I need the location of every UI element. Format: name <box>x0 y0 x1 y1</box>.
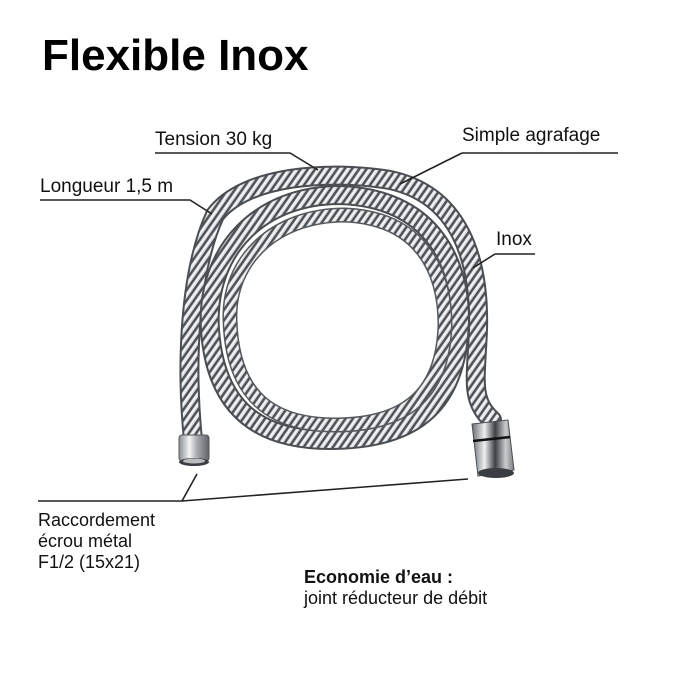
callout-longueur: Longueur 1,5 m <box>40 176 174 197</box>
raccordement-line-1: Raccordement <box>38 510 156 530</box>
right-nut-connector <box>471 419 515 478</box>
product-title: Flexible Inox <box>42 31 309 80</box>
economie-note: Economie d’eau : joint réducteur de débi… <box>304 567 487 609</box>
callout-tension: Tension 30 kg <box>155 129 273 150</box>
leader-lines <box>38 152 618 502</box>
raccordement-line-3: F1/2 (15x21) <box>38 552 141 572</box>
hose-coil <box>179 165 502 451</box>
economie-heading: Economie d’eau : <box>304 567 454 587</box>
callout-inox: Inox <box>496 229 532 250</box>
raccordement-line-2: écrou métal <box>38 531 133 551</box>
left-nut-connector <box>178 434 210 466</box>
callout-agrafage: Simple agrafage <box>462 125 601 146</box>
raccordement-note: Raccordement écrou métal F1/2 (15x21) <box>38 510 155 573</box>
economie-detail: joint réducteur de débit <box>304 588 488 608</box>
